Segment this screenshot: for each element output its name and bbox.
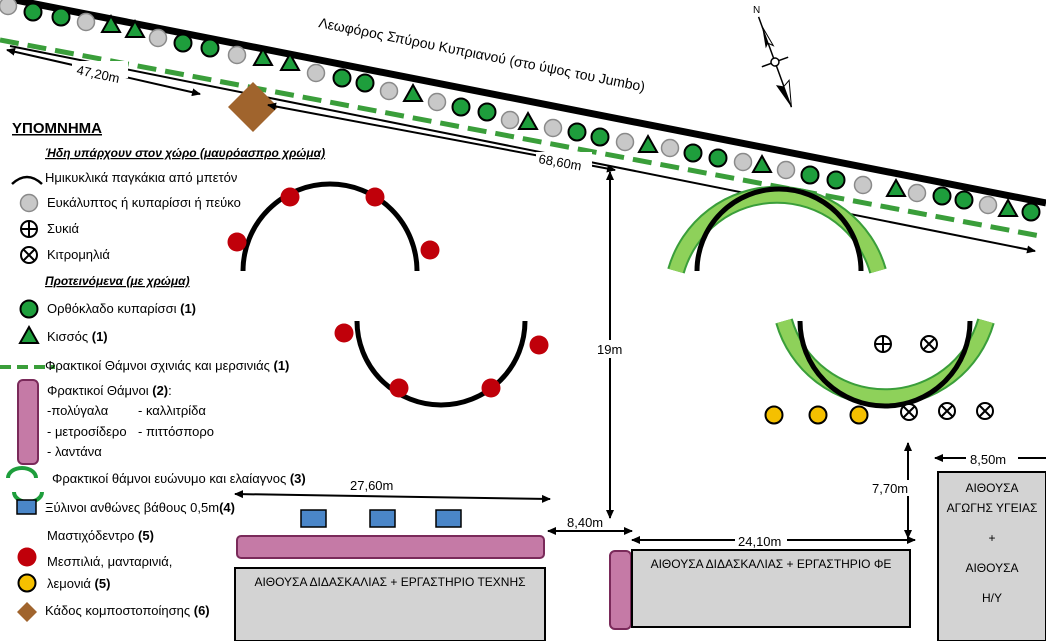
legend-planters: Ξύλινοι ανθώνες βάθους 0,5m(4): [45, 500, 235, 515]
bench-icon: [11, 175, 43, 185]
legend-compost: Κάδος κομποστοποίησης (6): [45, 603, 210, 618]
bench-arc-bottom-right: [797, 320, 973, 409]
legend-ivy: Κισσός (1): [47, 329, 108, 344]
svg-text:ΑΓΩΓΗΣ ΥΓΕΙΑΣ: ΑΓΩΓΗΣ ΥΓΕΙΑΣ: [947, 501, 1038, 515]
legend-shrub-item: -πολύγαλα: [47, 403, 109, 418]
svg-text:ΑΙΘΟΥΣΑ: ΑΙΘΟΥΣΑ: [965, 561, 1018, 575]
north-label: N: [753, 5, 760, 16]
lemon-trees: [764, 405, 869, 425]
legend-eucalyptus: Ευκάλυπτος ή κυπαρίσσι ή πεύκο: [47, 195, 241, 210]
building-art-label: ΑΙΘΟΥΣΑ ΔΙΔΑΣΚΑΛΙΑΣ + ΕΡΓΑΣΤΗΡΙΟ ΤΕΧΝΗΣ: [254, 575, 525, 589]
lemon-icon: [17, 573, 37, 593]
citrus-tree: [920, 335, 938, 353]
dim-27-60: 27,60m: [350, 478, 393, 493]
dim-68-60: 68,60m: [537, 151, 582, 173]
legend-hedge: Φρακτικοί Θάμνοι σχινιάς και μερσινιάς (…: [45, 358, 289, 373]
shrub-strip-art: [236, 535, 545, 559]
cypress-icon: [19, 299, 39, 319]
svg-text:+: +: [988, 531, 995, 545]
fig-icon: [20, 220, 38, 238]
legend-title: ΥΠΟΜΝΗΜΑ: [12, 120, 102, 137]
legend-mastic: Μαστιχόδεντρο (5): [47, 528, 154, 543]
compost-bin: [228, 82, 278, 132]
legend-shrub-item: - καλλιτρίδα: [138, 403, 206, 418]
svg-text:ΑΙΘΟΥΣΑ: ΑΙΘΟΥΣΑ: [965, 481, 1018, 495]
building-health-label: ΑΙΘΟΥΣΑ ΑΓΩΓΗΣ ΥΓΕΙΑΣ + ΑΙΘΟΥΣΑ Η/Υ: [947, 481, 1038, 605]
legend-lemon: λεμονιά (5): [47, 576, 110, 591]
legend-euonymus: Φρακτικοί θάμνοι ευώνυμο και ελαίαγνος (…: [52, 471, 306, 486]
legend-proposed-heading: Προτεινόμενα (με χρώμα): [45, 274, 190, 288]
dim-8-50: 8,50m: [970, 452, 1006, 467]
bench-arc-top-left: [240, 181, 420, 272]
compost-icon: [17, 602, 37, 622]
building-art: [234, 567, 546, 641]
euonymus-icon: [6, 466, 38, 479]
dim-24-10: 24,10m: [738, 534, 781, 549]
legend-bench: Ημικυκλικά παγκάκια από μπετόν: [45, 170, 237, 185]
bench-arc-top-right: [694, 186, 864, 272]
svg-text:Η/Υ: Η/Υ: [982, 591, 1002, 605]
building-science: [631, 549, 911, 628]
legend-shrub-item: - λαντάνα: [47, 444, 102, 459]
legend-shrub-item: - πιττόσπορο: [138, 424, 214, 439]
citrus-icon: [20, 246, 38, 264]
wooden-planters: [300, 509, 462, 528]
dim-8-40: 8,40m: [567, 515, 603, 530]
planter-icon: [16, 499, 37, 515]
dim-19: 19m: [597, 342, 622, 357]
eucalyptus-icon: [19, 193, 39, 213]
ivy-icon: [19, 326, 39, 344]
road-edge-top: [14, 0, 1046, 207]
legend-cypress: Ορθόκλαδο κυπαρίσσι (1): [47, 301, 196, 316]
dim-7-70: 7,70m: [872, 481, 908, 496]
legend-fig: Συκιά: [47, 221, 80, 236]
legend-medlar: Μεσπιλιά, μανταρινιά,: [47, 554, 172, 569]
legend-shrubs: Φρακτικοί Θάμνοι (2):: [47, 383, 172, 398]
citrus-trees-row: [900, 402, 994, 421]
legend-existing-heading: Ήδη υπάρχουν στον χώρο (μαυρόασπρο χρώμα…: [45, 146, 325, 160]
legend-citrus: Κιτρομηλιά: [47, 247, 110, 262]
north-arrow-icon: [757, 16, 793, 108]
fig-tree: [874, 335, 892, 353]
shrub-strip-science: [609, 550, 632, 630]
shrub-icon: [17, 379, 39, 465]
dimension-labels: 47,20m 68,60m 19m 27,60m 8,40m 24,10m 7,…: [72, 61, 1018, 549]
roadside-tree-row: [0, 0, 1041, 222]
building-science-label: ΑΙΘΟΥΣΑ ΔΙΔΑΣΚΑΛΙΑΣ + ΕΡΓΑΣΤΗΡΙΟ ΦΕ: [651, 557, 892, 571]
building-health: [937, 471, 1046, 641]
medlar-icon: [17, 547, 37, 567]
euonymus-arc-bottom: [775, 318, 995, 407]
legend: ΥΠΟΜΝΗΜΑ Ήδη υπάρχουν στον χώρο (μαυρόασ…: [0, 120, 325, 622]
bench-arc-bottom-left: [354, 320, 528, 408]
legend-shrub-item: - μετροσίδερο: [47, 424, 127, 439]
